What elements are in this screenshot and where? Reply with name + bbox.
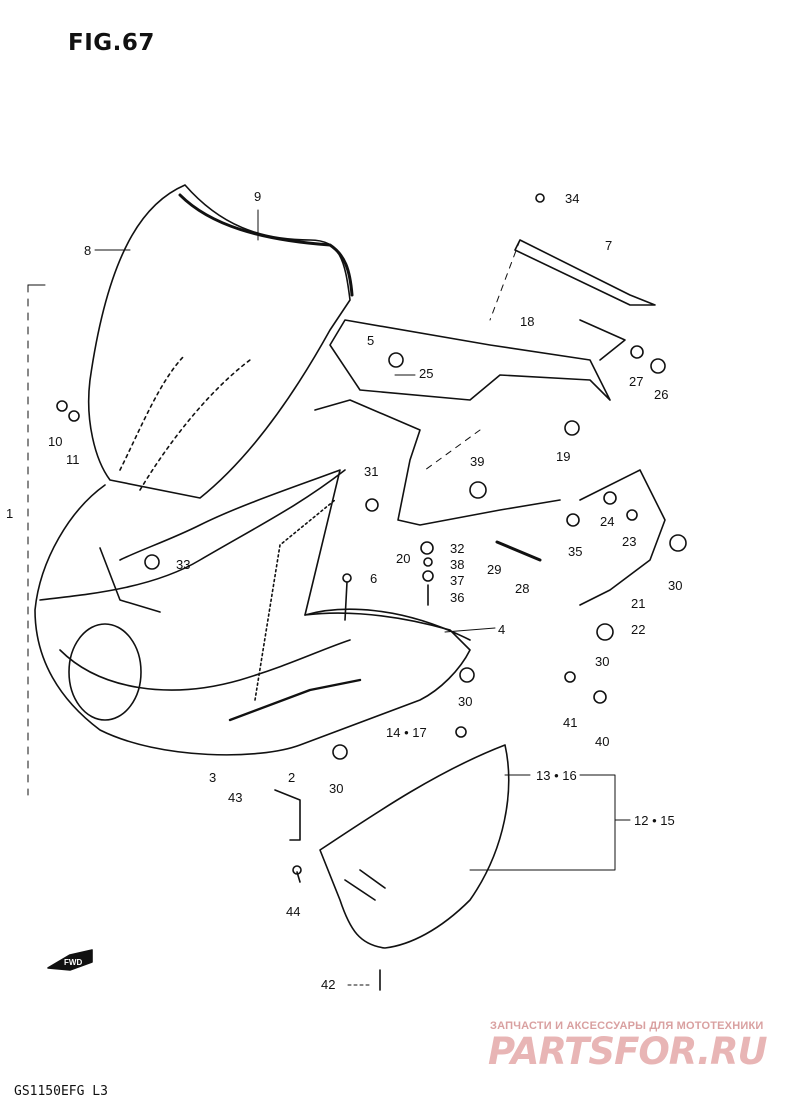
label-18: 18 [520,314,534,329]
label-35: 35 [568,544,582,559]
figure-title: FIG.67 [68,30,155,56]
label-33: 33 [176,557,190,572]
label-10: 10 [48,434,62,449]
label-30b: 30 [595,654,609,669]
label-3: 3 [209,770,216,785]
label-2: 2 [288,770,295,785]
label-27: 27 [629,374,643,389]
label-9: 9 [254,189,261,204]
label-20: 20 [396,551,410,566]
label-30c: 30 [458,694,472,709]
label-42: 42 [321,977,335,992]
headlight-opening [68,623,142,721]
model-code: GS1150EFG L3 [14,1084,108,1099]
label-7: 7 [605,238,612,253]
label-1: 1 [6,506,13,521]
label-4: 4 [498,622,505,637]
label-41: 41 [563,715,577,730]
label-25: 25 [419,366,433,381]
stay-bracket [514,239,656,306]
label-11: 11 [66,452,80,467]
label-37: 37 [450,573,464,588]
label-13-16: 13 • 16 [536,768,577,783]
label-30a: 30 [668,578,682,593]
label-40: 40 [595,734,609,749]
label-39: 39 [470,454,484,469]
label-21: 21 [631,596,645,611]
label-30d: 30 [329,781,343,796]
fwd-label: FWD [64,958,82,967]
part-labels: 1 2 3 4 5 6 7 8 9 10 11 12 • 15 13 • 16 … [6,189,682,992]
label-31: 31 [364,464,378,479]
label-32: 32 [450,541,464,556]
windscreen-trim [178,193,354,297]
watermark-logo: PARTSFOR.RU [488,1030,768,1073]
label-44: 44 [286,904,300,919]
mirror-bracket [579,469,666,606]
label-6: 6 [370,571,377,586]
label-23: 23 [622,534,636,549]
label-14-17: 14 • 17 [386,725,427,740]
label-26: 26 [654,387,668,402]
label-24: 24 [600,514,614,529]
label-28: 28 [515,581,529,596]
cowling-brace [329,319,611,401]
label-19: 19 [556,449,570,464]
upper-cowling [34,469,471,756]
label-8: 8 [84,243,91,258]
windscreen [87,184,351,499]
label-5: 5 [367,333,374,348]
label-29: 29 [487,562,501,577]
lower-side-panel [319,744,510,949]
label-34: 34 [565,191,579,206]
label-12-15: 12 • 15 [634,813,675,828]
fwd-arrow-icon [47,949,93,971]
label-43: 43 [228,790,242,805]
watermark-tagline: ЗАПЧАСТИ И АКСЕССУАРЫ ДЛЯ МОТОТЕХНИКИ [490,1020,764,1032]
label-36: 36 [450,590,464,605]
label-22: 22 [631,622,645,637]
label-38: 38 [450,557,464,572]
